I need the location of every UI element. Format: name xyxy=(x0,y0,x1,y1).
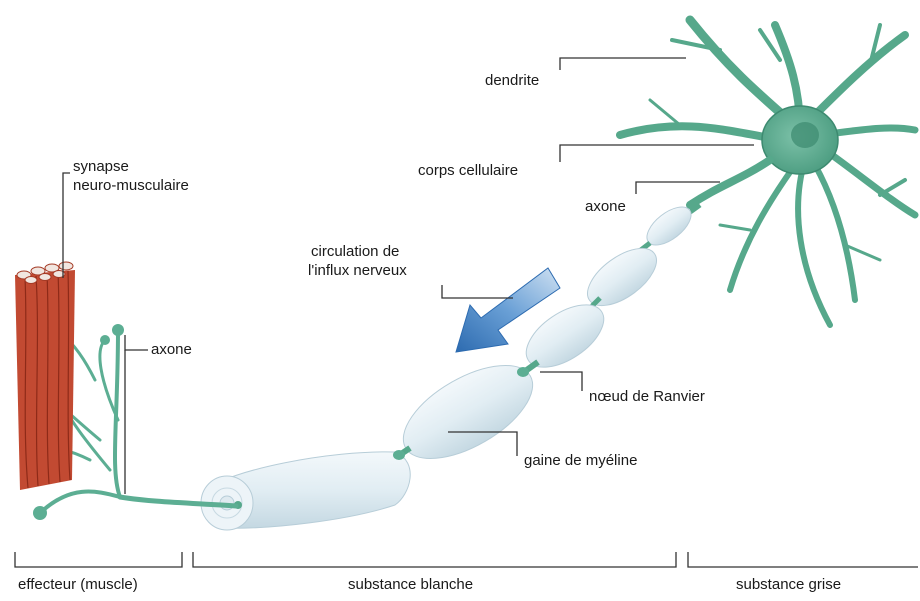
region-effecteur: effecteur (muscle) xyxy=(18,576,138,593)
label-circulation-2: l'influx nerveux xyxy=(308,262,407,280)
label-synapse-2: neuro-musculaire xyxy=(73,177,189,195)
muscle-bundle xyxy=(15,262,75,490)
label-axone-left: axone xyxy=(151,341,192,359)
label-corps-cellulaire: corps cellulaire xyxy=(418,162,518,180)
label-noeud-ranvier: nœud de Ranvier xyxy=(589,388,705,406)
region-brackets xyxy=(15,552,918,567)
label-synapse-1: synapse xyxy=(73,158,129,176)
region-substance-blanche: substance blanche xyxy=(348,576,473,593)
label-circulation-1: circulation de xyxy=(311,243,399,261)
cell-body xyxy=(620,20,915,325)
label-dendrite: dendrite xyxy=(485,72,539,90)
region-substance-grise: substance grise xyxy=(736,576,841,593)
label-axone-top: axone xyxy=(585,198,626,216)
myelinated-axon xyxy=(201,200,700,530)
label-gaine-myeline: gaine de myéline xyxy=(524,452,637,470)
